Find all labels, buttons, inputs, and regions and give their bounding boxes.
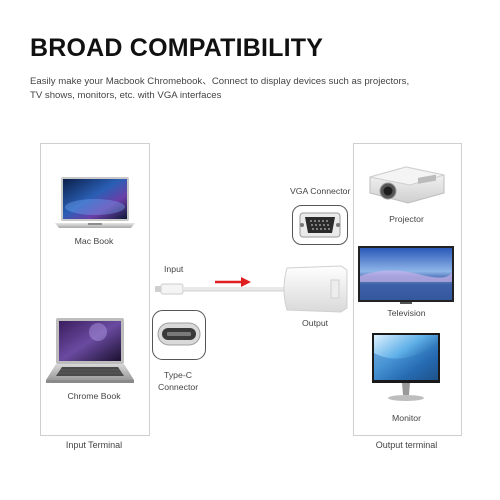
projector-icon [369,166,445,204]
type-c-connector-label-line-1: Type-C [164,370,193,380]
usb-c-to-vga-adapter [155,265,348,313]
input-terminal-label: Input Terminal [65,440,123,450]
chromebook-label: Chrome Book [67,391,121,401]
television-label: Television [387,308,426,318]
output-label: Output [302,318,329,328]
monitor-icon [372,333,440,401]
input-label: Input [164,264,184,274]
subtitle-line-2: TV shows, monitors, etc. with VGA interf… [30,90,222,101]
television-icon [358,246,454,304]
chromebook-laptop-icon [46,318,134,383]
output-terminal-label: Output terminal [375,440,438,450]
vga-connector-label: VGA Connector [290,186,351,196]
page-title: BROAD COMPATIBILITY [30,34,324,62]
vga-connector-icon [292,205,348,245]
subtitle-line-1: Easily make your Macbook Chromebook、Conn… [30,76,410,87]
type-c-connector-icon [152,310,206,360]
macbook-laptop-icon [55,177,135,228]
macbook-label: Mac Book [74,236,114,246]
monitor-label: Monitor [392,413,421,423]
projector-label: Projector [389,214,424,224]
direction-arrow-icon [215,277,251,287]
type-c-connector-label-line-2: Connector [158,382,199,392]
